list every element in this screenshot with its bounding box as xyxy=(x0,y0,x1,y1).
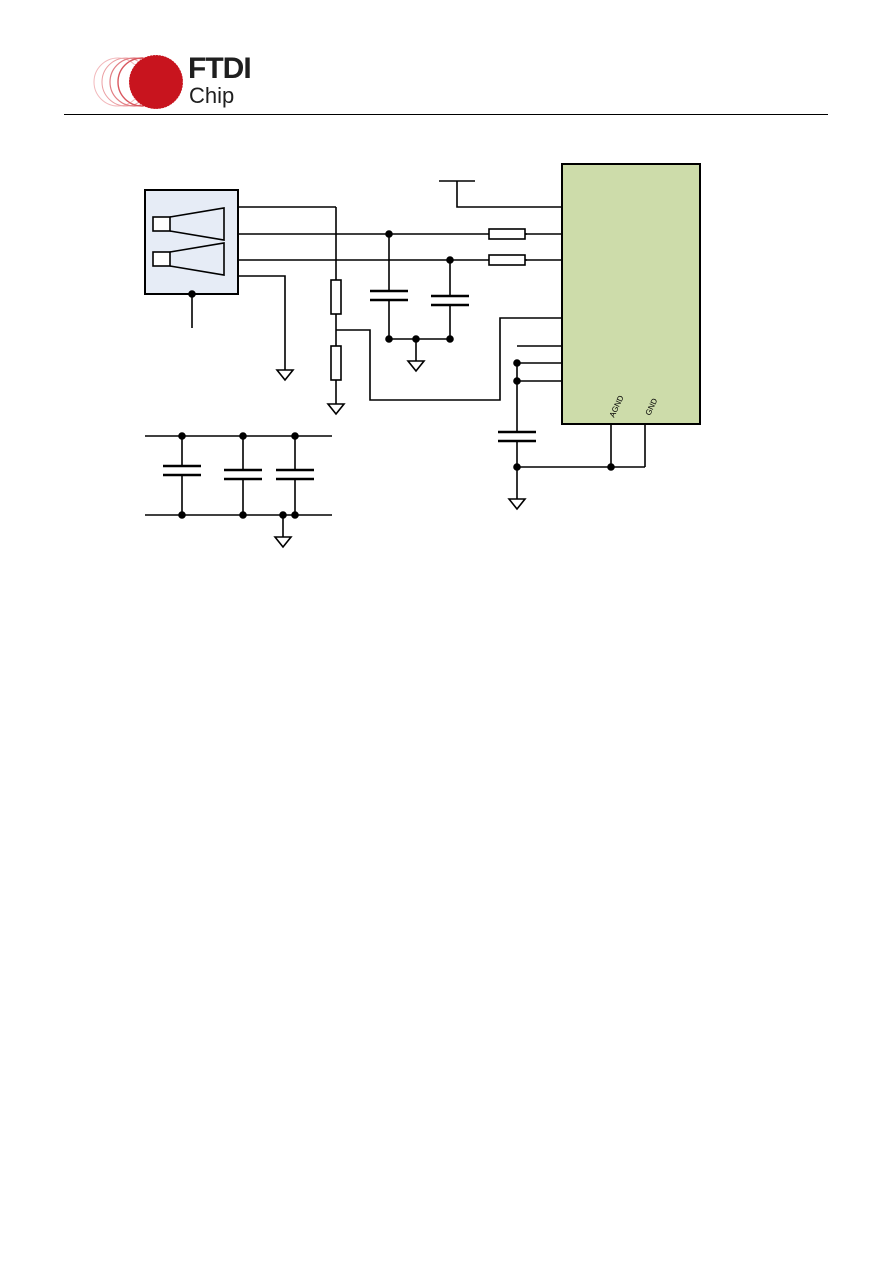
ground-icon xyxy=(507,498,527,511)
logo-circles-icon xyxy=(93,54,184,110)
ground-icon xyxy=(273,536,293,549)
ground-icon xyxy=(326,403,346,416)
ftdi-logo xyxy=(93,54,184,110)
capacitor-bank xyxy=(145,432,332,549)
ground-icon xyxy=(275,369,295,382)
logo-brand-text: FTDI xyxy=(188,52,252,85)
ground-icon xyxy=(406,360,426,373)
ic-decoupling xyxy=(498,345,646,511)
resistor-divider xyxy=(326,207,562,416)
supply-symbol xyxy=(439,180,562,208)
series-resistor-dminus xyxy=(488,228,526,240)
usb-connector xyxy=(144,189,239,328)
ic-chip xyxy=(561,163,701,425)
page-header: FTDI Chip xyxy=(0,0,892,120)
series-resistor-dplus xyxy=(488,254,526,266)
logo-chip-text: Chip xyxy=(189,83,235,108)
header-divider xyxy=(64,114,828,115)
data-line-capacitors xyxy=(370,230,469,373)
connector-gnd-wire xyxy=(238,275,286,370)
